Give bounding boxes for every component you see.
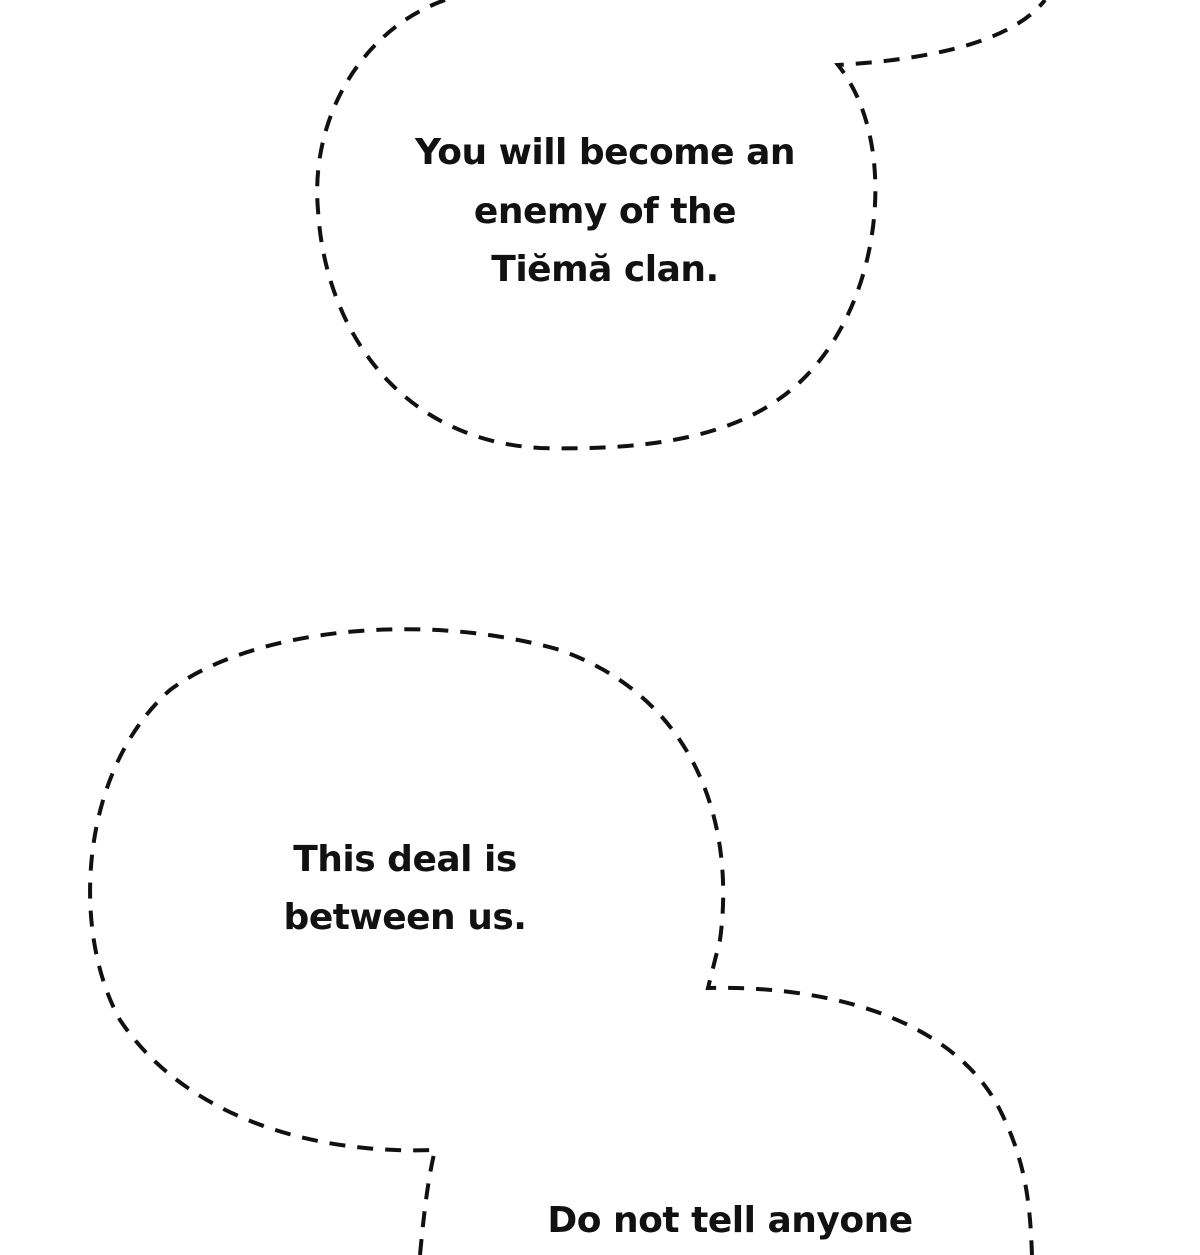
speech-bubble-2-outline <box>88 627 1034 1255</box>
bubble-text-line: This deal is <box>293 839 517 880</box>
bubble-text-line: enemy of the <box>473 191 737 232</box>
bubble-text-line: between us. <box>283 897 527 938</box>
bubble-text-line: Do not tell anyone <box>547 1200 913 1241</box>
bubble-text-line: Tiĕmă clan. <box>491 249 719 290</box>
speech-bubble-1-outline <box>315 0 1047 451</box>
bubble-text-line: You will become an <box>414 132 796 173</box>
